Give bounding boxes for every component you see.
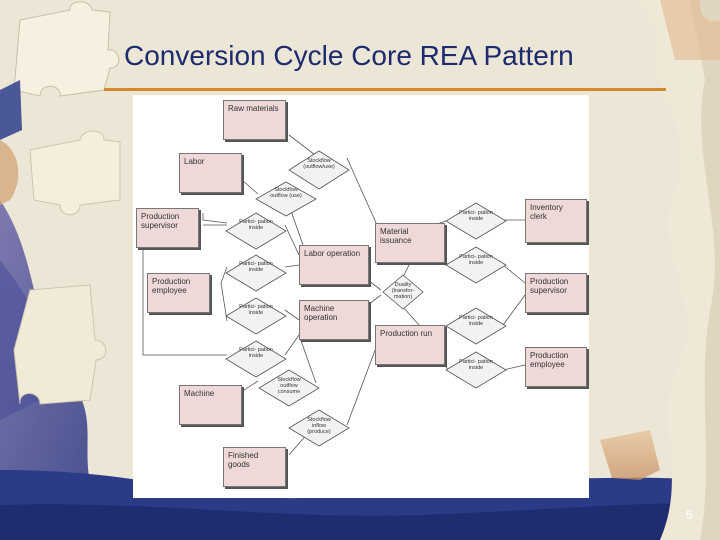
entity-material-issuance: Material issuance <box>375 223 445 263</box>
rel-duality: Duality (transfor- mation) <box>391 282 415 300</box>
rel-stockflow-inflow-produce: Stockflow inflow (produce) <box>307 417 331 435</box>
entity-production-supervisor-left: Production supervisor <box>136 208 199 248</box>
rel-participation-left-1: Partici- pation inside <box>239 219 273 231</box>
rea-diagram-figure: Raw materials Labor Production superviso… <box>133 95 589 498</box>
rel-stockflow-outflow-use-2: Stockflow outflow (use) <box>270 187 302 199</box>
rel-participation-right-2: Partici- pation inside <box>459 254 493 266</box>
page-number: 5 <box>686 508 693 522</box>
slide-title: Conversion Cycle Core REA Pattern <box>124 40 574 71</box>
entity-machine-operation: Machine operation <box>299 300 369 340</box>
rel-participation-left-2: Partici- pation inside <box>239 261 273 273</box>
rel-participation-left-3: Partici- pation inside <box>239 304 273 316</box>
title-underline <box>104 88 666 91</box>
entity-raw-materials: Raw materials <box>223 100 286 140</box>
entity-production-employee-left: Production employee <box>147 273 210 313</box>
entity-labor: Labor <box>179 153 242 193</box>
rel-stockflow-outflow-consume: Stockflow outflow consume <box>277 377 301 395</box>
entity-production-supervisor-right: Production supervisor <box>525 273 587 313</box>
entity-machine: Machine <box>179 385 242 425</box>
rel-participation-right-1: Partici- pation inside <box>459 210 493 222</box>
rel-participation-right-3: Partici- pation inside <box>459 315 493 327</box>
rel-participation-right-4: Partici- pation inside <box>459 359 493 371</box>
rel-stockflow-outflow-use-1: Stockflow (outflow/use) <box>303 158 335 170</box>
entity-production-run: Production run <box>375 325 445 365</box>
entity-labor-operation: Labor operation <box>299 245 369 285</box>
entity-finished-goods: Finished goods <box>223 447 286 487</box>
rel-participation-left-4: Partici- pation inside <box>239 347 273 359</box>
entity-production-employee-right: Production employee <box>525 347 587 387</box>
diagram-connectors <box>142 134 526 456</box>
entity-inventory-clerk: Inventory clerk <box>525 199 587 243</box>
